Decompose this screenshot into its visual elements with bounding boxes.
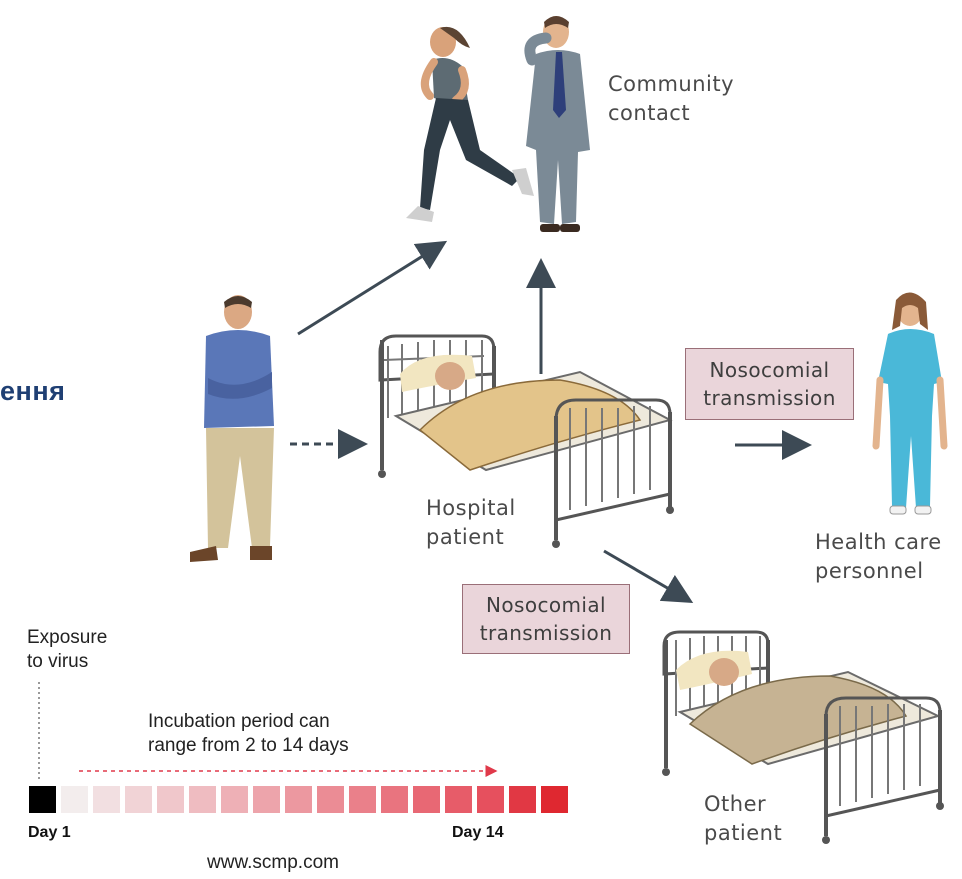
cropped-title-text: ення — [0, 376, 66, 406]
community-contact-label: Community contact — [608, 70, 734, 128]
other-patient-line2: patient — [704, 821, 783, 845]
other-patient-line1: Other — [704, 792, 767, 816]
hospital-bed-2 — [662, 630, 944, 844]
man-figure — [190, 295, 274, 562]
incubation-line2: range from 2 to 14 days — [148, 735, 349, 756]
day-cell-10 — [317, 786, 344, 813]
exposure-label: Exposure to virus — [27, 626, 107, 674]
day-cell-4 — [125, 786, 152, 813]
arrow-to-community — [297, 240, 448, 336]
hospital-patient-line2: patient — [426, 525, 505, 549]
day-14-label: Day 14 — [452, 824, 504, 841]
nosocomial-lower-line2: transmission — [479, 621, 613, 645]
health-care-personnel-label: Health care personnel — [815, 528, 942, 586]
incubation-label: Incubation period can range from 2 to 14… — [148, 710, 349, 758]
day-cell-17 — [541, 786, 568, 813]
day-cell-16 — [509, 786, 536, 813]
hospital-patient-line1: Hospital — [426, 496, 516, 520]
health-care-line2: personnel — [815, 559, 924, 583]
day-cell-5 — [157, 786, 184, 813]
exposure-line2: to virus — [27, 651, 89, 672]
day-cell-12 — [381, 786, 408, 813]
day-cell-8 — [253, 786, 280, 813]
community-label-line2: contact — [608, 101, 691, 125]
arrow-to-other-patient — [603, 549, 694, 604]
runner-figure — [406, 26, 534, 222]
day-1-label: Day 1 — [28, 824, 71, 841]
exposure-line1: Exposure — [27, 627, 108, 648]
day-cell-7 — [221, 786, 248, 813]
nosocomial-upper-line2: transmission — [703, 386, 836, 410]
other-patient-label: Other patient — [704, 790, 782, 848]
day-cell-1 — [29, 786, 56, 813]
nosocomial-upper-line1: Nosocomial — [709, 358, 830, 382]
day-cell-15 — [477, 786, 504, 813]
day-cell-9 — [285, 786, 312, 813]
nosocomial-transmission-tag-upper: Nosocomial transmission — [685, 348, 854, 420]
day-cell-11 — [349, 786, 376, 813]
community-label-line1: Community — [608, 72, 735, 96]
day-cell-3 — [93, 786, 120, 813]
incubation-day-bars — [29, 786, 579, 813]
hospital-patient-label: Hospital patient — [426, 494, 516, 552]
hospital-bed-1 — [378, 334, 674, 548]
nosocomial-lower-line1: Nosocomial — [486, 593, 606, 617]
health-care-line1: Health care — [815, 530, 942, 554]
businessman-figure — [524, 16, 590, 232]
nurse-figure — [872, 292, 948, 515]
day-cell-6 — [189, 786, 216, 813]
day-cell-2 — [61, 786, 88, 813]
day-cell-14 — [445, 786, 472, 813]
incubation-line1: Incubation period can — [148, 711, 330, 732]
source-credit: www.scmp.com — [207, 852, 339, 873]
nosocomial-transmission-tag-lower: Nosocomial transmission — [462, 584, 630, 654]
day-cell-13 — [413, 786, 440, 813]
